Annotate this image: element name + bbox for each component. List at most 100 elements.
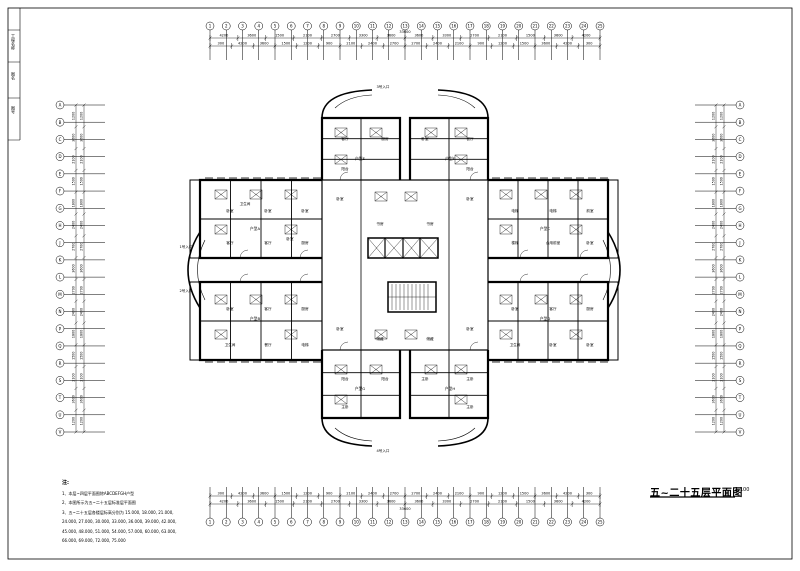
dim-right: 3600 <box>712 134 716 142</box>
dim-top-inner: 2100 <box>346 42 355 46</box>
grid-label-left: A <box>59 103 62 108</box>
grid-label-top: 9 <box>339 24 342 29</box>
grid-bubble <box>433 21 442 31</box>
grid-label-right: R <box>739 361 742 366</box>
dim-right: 1500 <box>712 352 716 360</box>
grid-label-right: T <box>738 395 742 400</box>
furniture <box>284 224 298 235</box>
grid-label-right: J <box>738 240 740 245</box>
dim-bottom-inner: 4200 <box>563 492 572 496</box>
balcony-ne <box>608 179 619 259</box>
grid-bubble <box>335 21 345 31</box>
entrance-label: 3号入口 <box>376 84 389 89</box>
room-label: 卫生间 <box>240 201 251 206</box>
dim-bottom-outer: 4200 <box>219 500 228 504</box>
grid-label-top: 3 <box>241 24 244 29</box>
grid-bubble <box>287 517 296 527</box>
furniture <box>374 329 388 340</box>
room-label: 卧室 <box>336 326 344 331</box>
dim-left-inner: 3600 <box>80 395 84 403</box>
grid-label-left: V <box>59 430 62 435</box>
dim-right-inner: 2100 <box>720 373 724 381</box>
furniture-x <box>454 127 468 138</box>
grid-label-right: C <box>739 137 742 142</box>
dim-bottom-inner: 300 <box>217 492 224 496</box>
grid-label-bottom: 12 <box>386 520 392 525</box>
grid-bubble <box>400 21 410 31</box>
dim-tick <box>714 103 718 107</box>
dim-top-inner: 300 <box>217 42 224 46</box>
dim-tick <box>74 430 78 434</box>
furniture-x <box>499 329 513 340</box>
grid-bubble <box>579 21 588 31</box>
unit-label: 户型G <box>355 386 366 391</box>
furniture <box>569 294 583 305</box>
note-line: 2、本图所示为五~二十五层标准层平面图 <box>62 500 136 505</box>
dim-bottom-inner: 1500 <box>520 492 529 496</box>
dim-tick <box>74 103 78 107</box>
dim-tick <box>722 277 726 282</box>
door-swing <box>519 273 529 283</box>
grid-bubble <box>530 517 540 527</box>
grid-label-top: 7 <box>306 24 309 29</box>
furniture-x <box>534 294 548 305</box>
dim-top-outer: 2700 <box>470 34 479 38</box>
room-label: 主卧 <box>466 404 474 409</box>
dim-tick <box>82 234 86 238</box>
furniture <box>499 329 513 340</box>
furniture-x <box>534 189 548 200</box>
dim-left: 2700 <box>72 243 76 251</box>
dim-tick <box>714 190 718 194</box>
dim-right-inner: 2700 <box>720 243 724 251</box>
grid-bubble <box>433 517 442 527</box>
dim-bottom-inner: 900 <box>326 492 333 496</box>
dim-left: 3600 <box>72 264 76 272</box>
furniture-x <box>284 189 298 200</box>
grid-label-top: 11 <box>370 24 376 29</box>
dim-left-inner: 1500 <box>80 177 84 185</box>
grid-label-right: K <box>739 257 742 262</box>
furniture-x <box>214 224 228 235</box>
note-line: 1、本层~四层平面图除ABCDEFGH户型 <box>62 490 135 496</box>
dim-top-inner: 2700 <box>390 42 399 46</box>
room-label: 卧室 <box>286 236 294 241</box>
grid-bubble <box>352 21 361 31</box>
grid-label-right: H <box>738 223 741 228</box>
grid-bubble <box>303 21 312 31</box>
dim-left: 3600 <box>72 134 76 142</box>
dim-tick <box>82 168 86 173</box>
door-swing <box>299 249 309 259</box>
dim-bottom-outer: 3600 <box>387 500 396 504</box>
dim-tick <box>714 364 718 369</box>
dim-right-inner: 2400 <box>720 308 724 316</box>
room-label: 前室 <box>586 208 594 213</box>
grid-label-left: S <box>59 378 62 383</box>
dim-tick <box>74 343 78 347</box>
dim-right-inner: 1500 <box>720 177 724 185</box>
dim-top-inner: 1500 <box>520 42 529 46</box>
grid-label-bottom: 5 <box>274 520 277 525</box>
grid-label-right: G <box>738 206 741 211</box>
grid-bubble <box>498 21 507 31</box>
grid-bubble <box>530 21 540 31</box>
note-line: 3、五~二十五层各楼层标高分别为 15.000, 18.000, 21.000, <box>62 509 174 515</box>
dim-left-inner: 1800 <box>80 199 84 207</box>
room-label: 电梯 <box>549 208 557 213</box>
dim-tick <box>714 146 718 151</box>
grid-label-right: Q <box>738 344 741 349</box>
dim-right-inner: 1800 <box>720 199 724 207</box>
furniture-x <box>454 364 468 375</box>
south-bay-east <box>437 417 489 447</box>
furniture <box>454 394 468 405</box>
grid-label-left: H <box>58 223 61 228</box>
furniture-x <box>284 329 298 340</box>
dim-bottom-outer: 2100 <box>303 500 312 504</box>
dim-right-inner: 2400 <box>720 221 724 229</box>
north-bay-east <box>437 89 489 119</box>
east-bay <box>607 231 621 309</box>
grid-bubble <box>465 517 475 527</box>
south-bay-east-inner <box>437 427 476 442</box>
dim-tick <box>82 190 86 194</box>
door-swing <box>519 249 529 259</box>
